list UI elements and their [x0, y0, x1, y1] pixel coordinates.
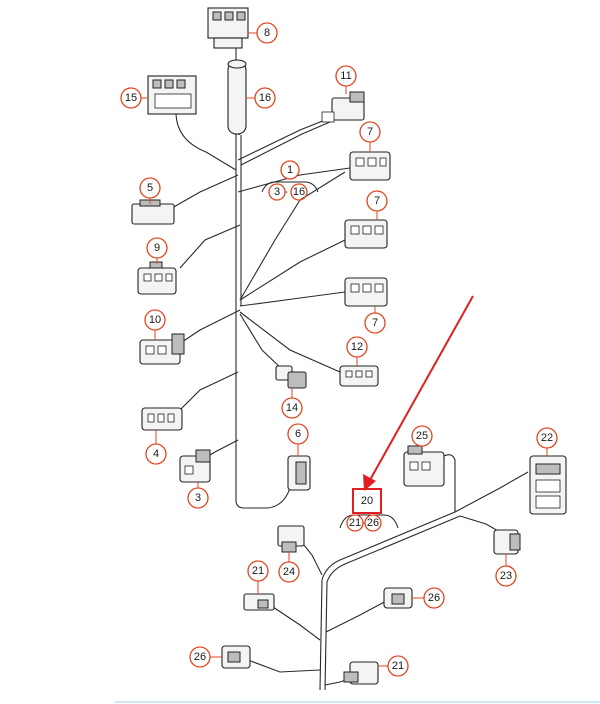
callout-5[interactable] — [139, 177, 161, 199]
callout-4-text: 4 — [153, 448, 159, 460]
callout-23-text: 23 — [500, 570, 512, 582]
connector-23[interactable] — [493, 529, 521, 555]
callout-26-right-text: 26 — [428, 592, 440, 604]
callout-16[interactable] — [254, 87, 276, 109]
group-1-item-b: 16 — [293, 186, 305, 198]
connector-21-left[interactable] — [243, 593, 275, 611]
connector-3[interactable] — [179, 449, 211, 483]
callout-8-text: 8 — [264, 27, 270, 39]
callout-26-left-text: 26 — [194, 651, 206, 663]
callout-15[interactable] — [120, 87, 142, 109]
callout-22-text: 22 — [541, 432, 553, 444]
connector-12[interactable] — [339, 365, 379, 387]
upper-harness-wires — [171, 40, 351, 509]
callout-23[interactable] — [495, 565, 517, 587]
connector-7-lower[interactable] — [344, 277, 388, 307]
callout-7-middle[interactable] — [366, 190, 388, 212]
callout-7-lower-text: 7 — [372, 317, 378, 329]
connector-15[interactable] — [147, 75, 197, 115]
callout-14[interactable] — [281, 397, 303, 419]
callout-7-middle-text: 7 — [374, 195, 380, 207]
red-pointer-arrow — [363, 295, 474, 491]
callout-7-upper[interactable] — [359, 121, 381, 143]
connector-7-middle[interactable] — [344, 219, 388, 249]
callout-10-text: 10 — [149, 314, 161, 326]
callout-16-text: 16 — [259, 92, 271, 104]
callout-25-text: 25 — [416, 430, 428, 442]
callout-21-right-text: 21 — [392, 660, 404, 672]
callout-25[interactable] — [411, 425, 433, 447]
callout-24[interactable] — [278, 561, 300, 583]
connector-24[interactable] — [277, 525, 305, 553]
group-20-label: 20 — [361, 495, 373, 507]
callout-12[interactable] — [346, 336, 368, 358]
callout-21-left-text: 21 — [252, 565, 264, 577]
callout-15-text: 15 — [125, 92, 137, 104]
connector-6[interactable] — [287, 455, 311, 491]
callout-3[interactable] — [187, 487, 209, 509]
connector-9[interactable] — [137, 261, 177, 295]
connector-7-upper[interactable] — [349, 151, 391, 181]
connector-21-right[interactable] — [343, 661, 379, 685]
callout-21-left[interactable] — [247, 560, 269, 582]
callout-11[interactable] — [335, 65, 357, 87]
callout-24-text: 24 — [283, 566, 295, 578]
connector-4[interactable] — [141, 407, 183, 431]
callout-7-upper-text: 7 — [367, 126, 373, 138]
group-20-item-b: 26 — [367, 517, 379, 529]
connector-5[interactable] — [131, 199, 175, 225]
lower-harness-wires — [247, 454, 529, 691]
callout-4[interactable] — [145, 443, 167, 465]
callout-9-text: 9 — [154, 242, 160, 254]
group-1-bracket: 1 3 - 16 — [261, 160, 319, 201]
protective-sleeve-16[interactable] — [227, 59, 247, 135]
callout-21-right[interactable] — [387, 655, 409, 677]
group-20-item-a: 21 — [349, 517, 361, 529]
callout-6[interactable] — [287, 423, 309, 445]
group-1-separator: - — [284, 186, 288, 198]
group-20-bracket: 20 21 - 26 — [339, 488, 399, 532]
callouts: 8 15 16 11 7 7 7 5 9 10 — [120, 22, 558, 677]
connector-26-left[interactable] — [221, 645, 251, 669]
connector-22[interactable] — [529, 455, 567, 515]
callout-5-text: 5 — [147, 182, 153, 194]
connector-11[interactable] — [321, 91, 365, 123]
group-1-item-a: 3 — [274, 186, 280, 198]
callout-22[interactable] — [536, 427, 558, 449]
group-20-separator: - — [362, 517, 366, 529]
callout-14-text: 14 — [286, 402, 298, 414]
callout-26-left[interactable] — [189, 646, 211, 668]
callout-11-text: 11 — [340, 70, 351, 82]
callout-8[interactable] — [256, 22, 278, 44]
connector-26-right[interactable] — [383, 587, 413, 609]
group-1-label: 1 — [287, 164, 293, 176]
connector-10[interactable] — [139, 333, 185, 365]
callout-26-right[interactable] — [423, 587, 445, 609]
connector-8[interactable] — [207, 7, 249, 49]
callout-6-text: 6 — [295, 428, 301, 440]
callout-9[interactable] — [146, 237, 168, 259]
callout-10[interactable] — [144, 309, 166, 331]
callout-3-text: 3 — [195, 492, 201, 504]
connector-25[interactable] — [403, 445, 445, 487]
callout-12-text: 12 — [351, 341, 363, 353]
callout-7-lower[interactable] — [364, 312, 386, 334]
connector-14[interactable] — [275, 365, 307, 389]
